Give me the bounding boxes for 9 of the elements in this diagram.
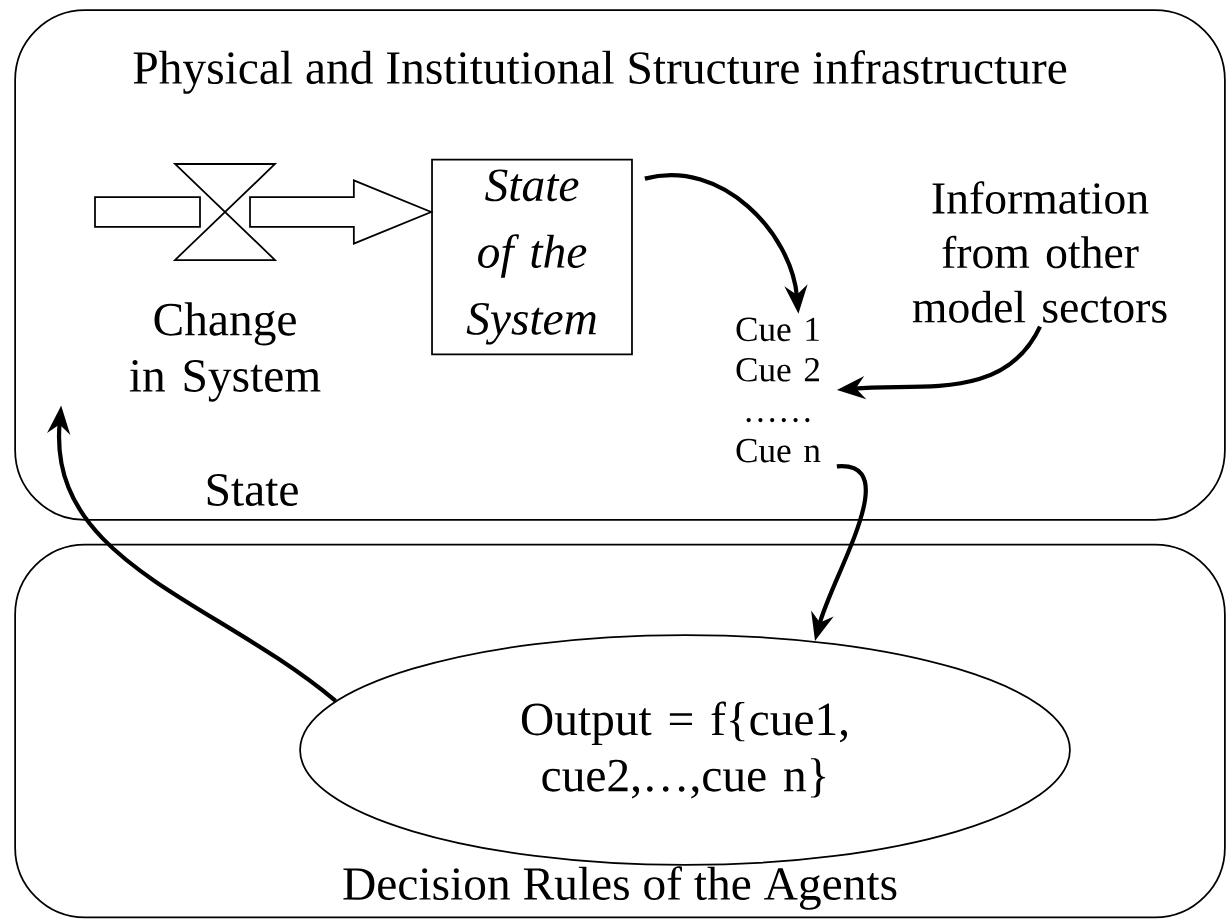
pipe-arrow bbox=[249, 179, 434, 245]
pipe bbox=[94, 196, 201, 228]
cue-list: Cue 1 Cue 2 …… Cue n bbox=[736, 317, 821, 463]
edge-label: State bbox=[201, 470, 303, 510]
panel-title: Decision Rules of the Agents bbox=[343, 866, 897, 910]
stock-box: State of the System bbox=[431, 158, 633, 356]
valve-label: Change in System bbox=[129, 302, 321, 402]
information-text: Information from other model sectors bbox=[912, 181, 1167, 323]
panel-title: Physical and Institutional Structure infrastructure bbox=[133, 50, 1067, 94]
